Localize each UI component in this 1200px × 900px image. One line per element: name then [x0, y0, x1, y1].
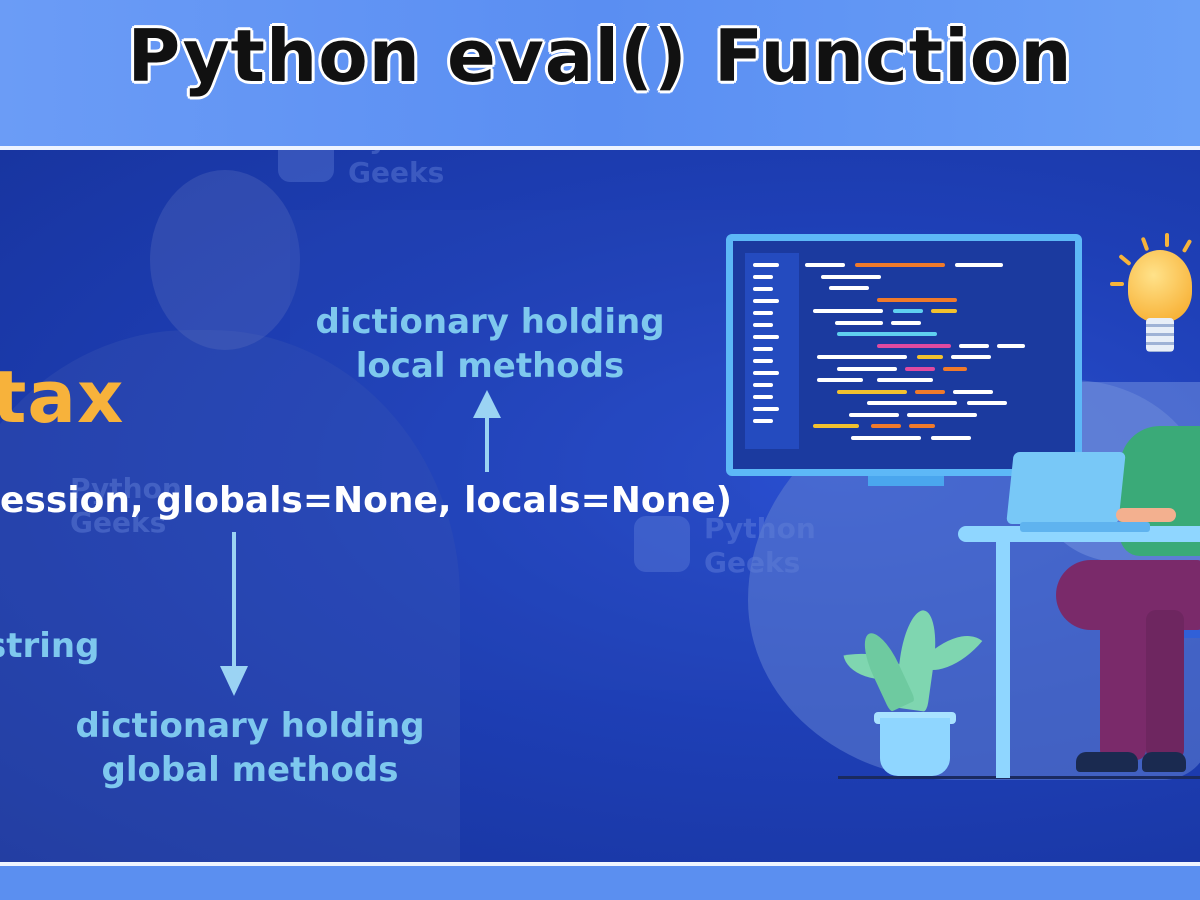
sidebar-line	[753, 371, 779, 375]
code-line	[849, 412, 899, 417]
code-line	[891, 320, 921, 325]
code-line	[877, 343, 951, 348]
laptop-icon	[1006, 452, 1126, 524]
code-line	[837, 366, 897, 371]
code-line	[829, 286, 869, 290]
code-line	[905, 366, 935, 371]
monitor-sidebar	[745, 253, 799, 449]
floor-line	[838, 776, 1200, 779]
desk-leg	[996, 542, 1010, 778]
code-line	[893, 309, 923, 313]
sidebar-line	[753, 395, 773, 399]
person-leg-right	[1146, 610, 1184, 760]
globals-label-line1: dictionary holding	[75, 706, 425, 746]
python-logo-icon	[634, 516, 690, 572]
shoe-right	[1142, 752, 1186, 772]
globals-label-line2: global methods	[101, 750, 399, 790]
shoe-left	[1076, 752, 1138, 772]
sidebar-line	[753, 335, 779, 339]
function-signature: ession, globals=None, locals=None)	[0, 480, 733, 521]
code-line	[931, 309, 957, 313]
sidebar-line	[753, 311, 773, 315]
code-line	[953, 389, 993, 394]
title-band	[0, 0, 1200, 148]
code-line	[877, 297, 957, 302]
code-line	[817, 378, 863, 382]
divider-bottom	[0, 862, 1200, 866]
watermark-line2: Geeks	[348, 156, 445, 189]
code-line	[917, 355, 943, 359]
code-line	[959, 343, 989, 348]
person-leg-left	[1100, 610, 1146, 760]
sidebar-line	[753, 287, 773, 291]
code-line	[813, 309, 883, 313]
code-line	[821, 274, 881, 279]
code-line	[871, 424, 901, 428]
code-line	[997, 343, 1025, 348]
code-line	[931, 435, 971, 440]
code-line	[851, 435, 921, 440]
sidebar-line	[753, 359, 773, 363]
background-person-head	[150, 170, 300, 350]
watermark-line1: Python	[70, 472, 182, 505]
expression-label: string	[0, 626, 100, 666]
watermark-left: Python Geeks	[70, 472, 182, 540]
sidebar-line	[753, 323, 773, 327]
sidebar-line	[753, 263, 779, 267]
code-line	[877, 378, 933, 382]
globals-label: dictionary holding global methods	[50, 704, 450, 792]
code-line	[951, 355, 991, 359]
code-line	[817, 355, 907, 359]
code-line	[835, 320, 883, 325]
code-line	[955, 263, 1003, 267]
laptop-base	[1020, 522, 1150, 532]
code-line	[943, 366, 967, 371]
sidebar-line	[753, 347, 773, 351]
code-line	[855, 263, 945, 267]
code-line	[909, 424, 935, 428]
watermark-top: Python Geeks	[278, 150, 460, 190]
code-line	[915, 389, 945, 394]
sidebar-line	[753, 407, 779, 411]
background-person-body	[0, 330, 460, 862]
code-line	[867, 401, 957, 405]
sidebar-line	[753, 419, 773, 423]
code-line	[837, 332, 937, 336]
locals-label-line2: local methods	[355, 346, 625, 386]
watermark-line2: Geeks	[70, 506, 167, 539]
footer-band	[0, 866, 1200, 900]
person-arm	[1116, 508, 1176, 522]
monitor-stand	[868, 476, 944, 486]
syntax-heading: tax	[0, 355, 125, 439]
locals-label: dictionary holding local methods	[290, 300, 690, 388]
code-line	[813, 424, 859, 428]
monitor-icon	[726, 234, 1082, 476]
code-line	[967, 401, 1007, 405]
watermark-line1: Python	[348, 150, 460, 156]
sidebar-line	[753, 299, 779, 303]
sidebar-line	[753, 275, 773, 279]
page-title: Python eval() Function	[127, 14, 1073, 98]
code-line	[837, 389, 907, 394]
divider-top	[0, 146, 1200, 150]
background-code-panel	[290, 210, 750, 690]
main-panel: Python Geeks Python Geeks Python Geeks t…	[0, 150, 1200, 862]
sidebar-line	[753, 383, 773, 387]
python-logo-icon	[278, 150, 334, 182]
code-line	[907, 412, 977, 417]
code-line	[805, 263, 845, 267]
locals-label-line1: dictionary holding	[315, 302, 665, 342]
